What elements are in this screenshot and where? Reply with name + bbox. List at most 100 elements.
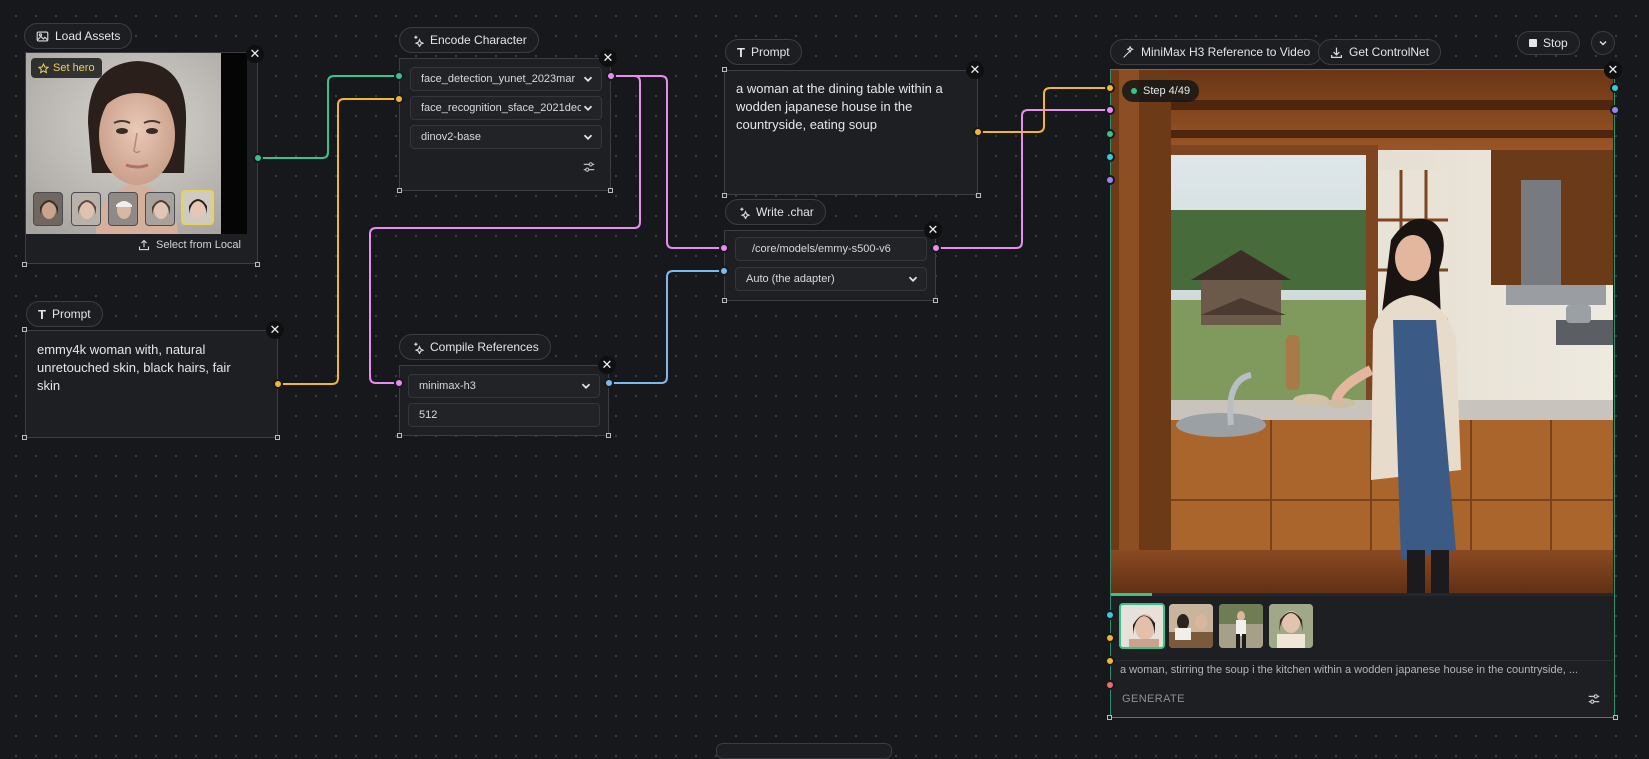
recognizer-select[interactable]: face_recognition_sface_2021dec xyxy=(410,96,602,120)
compile-size-input[interactable]: 512 xyxy=(408,403,600,427)
encode-image-input-port[interactable] xyxy=(394,71,404,81)
output-char-port[interactable] xyxy=(1105,105,1115,115)
select-from-local-button[interactable]: Select from Local xyxy=(138,239,241,251)
adapter-select[interactable]: Auto (the adapter) xyxy=(735,267,927,291)
prompt-left-title-chip[interactable]: T Prompt xyxy=(26,301,103,327)
bottom-toolbar[interactable] xyxy=(716,743,892,759)
divider xyxy=(1111,660,1613,661)
resize-handle[interactable] xyxy=(722,67,727,72)
embedder-select[interactable]: dinov2-base xyxy=(410,125,602,149)
load-assets-title-chip[interactable]: Load Assets xyxy=(24,23,133,49)
resize-handle[interactable] xyxy=(722,298,727,303)
set-hero-badge[interactable]: Set hero xyxy=(31,58,102,78)
encode-output-port[interactable] xyxy=(606,71,616,81)
resize-handle[interactable] xyxy=(1613,715,1618,720)
output-thumbnail[interactable] xyxy=(1219,604,1263,648)
prompt-left-node[interactable]: emmy4k woman with, natural unretouched s… xyxy=(25,330,278,438)
encode-character-node[interactable]: face_detection_yunet_2023mar face_recogn… xyxy=(399,58,611,191)
wire-prompt-to-recognizer xyxy=(278,98,399,385)
output-port[interactable] xyxy=(1105,656,1115,666)
output-right-port[interactable] xyxy=(1610,105,1620,115)
prompt-center-node[interactable]: a woman at the dining table within a wod… xyxy=(724,70,978,195)
asset-thumbnail[interactable] xyxy=(145,192,175,226)
generate-input[interactable]: GENERATE xyxy=(1122,693,1185,705)
close-prompt-left-button[interactable]: ✕ xyxy=(266,321,284,339)
output-audio-port[interactable] xyxy=(1105,175,1115,185)
prompt-left-output-port[interactable] xyxy=(273,379,283,389)
prompt-center-text[interactable]: a woman at the dining table within a wod… xyxy=(736,81,943,132)
output-port[interactable] xyxy=(1105,610,1115,620)
prompt-center-title-chip[interactable]: T Prompt xyxy=(725,39,802,65)
compile-references-node[interactable]: minimax-h3 512 xyxy=(399,365,609,436)
minimax-node-chip[interactable]: MiniMax H3 Reference to Video xyxy=(1110,39,1323,65)
chevron-down-icon xyxy=(581,383,591,389)
output-port[interactable] xyxy=(1105,680,1115,690)
asset-thumbnail[interactable] xyxy=(108,192,138,226)
resize-handle[interactable] xyxy=(22,435,27,440)
write-char-title-chip[interactable]: Write .char xyxy=(725,199,826,225)
model-path-input[interactable]: /core/models/emmy-s500-v6 xyxy=(735,237,927,261)
resize-handle[interactable] xyxy=(275,435,280,440)
write-char-input-port-2[interactable] xyxy=(719,266,729,276)
compile-input-port[interactable] xyxy=(394,378,404,388)
write-char-output-port[interactable] xyxy=(931,243,941,253)
output-port[interactable] xyxy=(1105,633,1115,643)
output-right-port[interactable] xyxy=(1610,83,1620,93)
close-output-button[interactable]: ✕ xyxy=(1604,61,1622,79)
resize-handle[interactable] xyxy=(722,193,727,198)
prompt-center-output-port[interactable] xyxy=(973,127,983,137)
resize-handle[interactable] xyxy=(976,193,981,198)
encode-prompt-input-port[interactable] xyxy=(394,94,404,104)
close-compile-references-button[interactable]: ✕ xyxy=(598,356,616,374)
close-write-char-button[interactable]: ✕ xyxy=(924,221,942,239)
load-assets-node[interactable]: Set hero Select from Local xyxy=(25,52,258,264)
generated-frame: Step 4/49 xyxy=(1111,70,1613,595)
output-prompt-port[interactable] xyxy=(1105,83,1115,93)
close-encode-character-button[interactable]: ✕ xyxy=(599,49,617,67)
output-caption: a woman, stirring the soup i the kitchen… xyxy=(1120,664,1578,676)
compile-model-select[interactable]: minimax-h3 xyxy=(408,374,600,398)
stop-button[interactable]: Stop xyxy=(1517,31,1580,55)
wire-prompt-to-output xyxy=(978,87,1110,133)
resize-handle[interactable] xyxy=(22,262,27,267)
resize-handle[interactable] xyxy=(1107,715,1112,720)
detector-select[interactable]: face_detection_yunet_2023mar xyxy=(410,67,602,91)
output-thumbnail[interactable] xyxy=(1169,604,1213,648)
output-node[interactable]: Step 4/49 a woman, stirring the soup i t… xyxy=(1110,69,1615,718)
write-char-node[interactable]: /core/models/emmy-s500-v6 Auto (the adap… xyxy=(724,230,936,301)
image-icon xyxy=(36,30,49,42)
output-thumbnail-selected[interactable] xyxy=(1119,603,1165,649)
resize-handle[interactable] xyxy=(22,327,27,332)
settings-sliders-icon[interactable] xyxy=(582,160,596,174)
sparkle-icon xyxy=(414,35,424,47)
chevron-down-icon xyxy=(583,76,593,82)
output-thumbnail[interactable] xyxy=(1269,604,1313,648)
resize-handle[interactable] xyxy=(933,298,938,303)
write-char-input-port-1[interactable] xyxy=(719,243,729,253)
image-output-port[interactable] xyxy=(253,153,263,163)
more-options-button[interactable] xyxy=(1591,31,1615,55)
output-image-port[interactable] xyxy=(1105,129,1115,139)
asset-thumbnail[interactable] xyxy=(33,192,63,226)
asset-thumbnail-selected[interactable] xyxy=(181,190,214,225)
resize-handle[interactable] xyxy=(397,433,402,438)
asset-thumbnail[interactable] xyxy=(71,192,101,226)
compile-references-title-chip[interactable]: Compile References xyxy=(399,334,551,360)
compile-output-port[interactable] xyxy=(604,378,614,388)
settings-sliders-icon[interactable] xyxy=(1587,692,1601,706)
resize-handle[interactable] xyxy=(606,433,611,438)
get-controlnet-button[interactable]: Get ControlNet xyxy=(1318,39,1442,65)
output-video-port[interactable] xyxy=(1105,152,1115,162)
prompt-left-text[interactable]: emmy4k woman with, natural unretouched s… xyxy=(37,342,231,393)
resize-handle[interactable] xyxy=(397,188,402,193)
chevron-down-icon xyxy=(908,276,918,282)
wire-compile-to-write xyxy=(609,270,724,384)
hero-image: Set hero xyxy=(26,53,247,234)
encode-character-title-chip[interactable]: Encode Character xyxy=(399,27,539,53)
wire-image-to-detector xyxy=(258,75,399,159)
resize-handle[interactable] xyxy=(255,262,260,267)
resize-handle[interactable] xyxy=(608,188,613,193)
close-prompt-center-button[interactable]: ✕ xyxy=(966,61,984,79)
close-load-assets-button[interactable]: ✕ xyxy=(246,45,264,63)
star-icon xyxy=(38,62,49,74)
